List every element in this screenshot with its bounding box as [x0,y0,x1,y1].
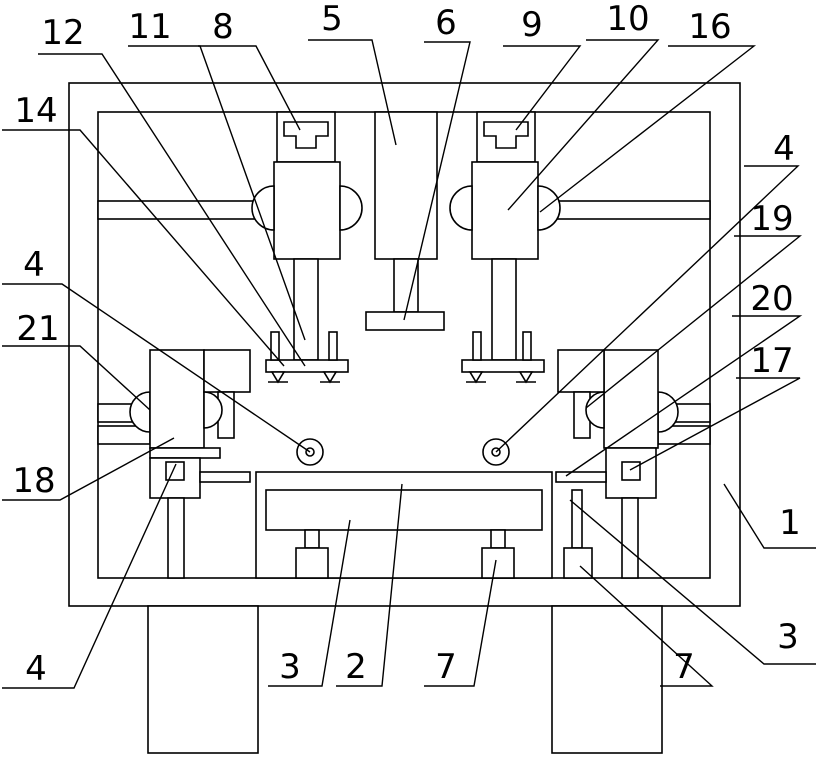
label-14: 14 [14,91,57,131]
label-10: 10 [606,0,649,39]
label-20: 20 [750,279,793,319]
label-5: 5 [321,0,343,39]
label-8: 8 [212,7,234,47]
frame-legs [148,606,662,753]
label-19: 19 [750,199,793,239]
label-1: 1 [779,503,801,543]
label-2: 2 [345,647,367,687]
label-4-upper-right: 4 [773,129,795,169]
label-6: 6 [435,3,457,43]
label-4-upper-left: 4 [23,245,45,285]
label-17: 17 [750,341,793,381]
label-11: 11 [128,7,171,47]
label-7-right: 7 [673,647,695,687]
work-table-assembly [256,472,592,578]
label-18: 18 [12,461,55,501]
label-21: 21 [16,309,59,349]
label-16: 16 [688,7,731,47]
label-3-right: 3 [777,617,799,657]
label-12: 12 [41,13,84,53]
label-3-left: 3 [279,647,301,687]
label-4-lower-left: 4 [25,649,47,689]
label-7-left: 7 [435,647,457,687]
label-9: 9 [521,5,543,45]
